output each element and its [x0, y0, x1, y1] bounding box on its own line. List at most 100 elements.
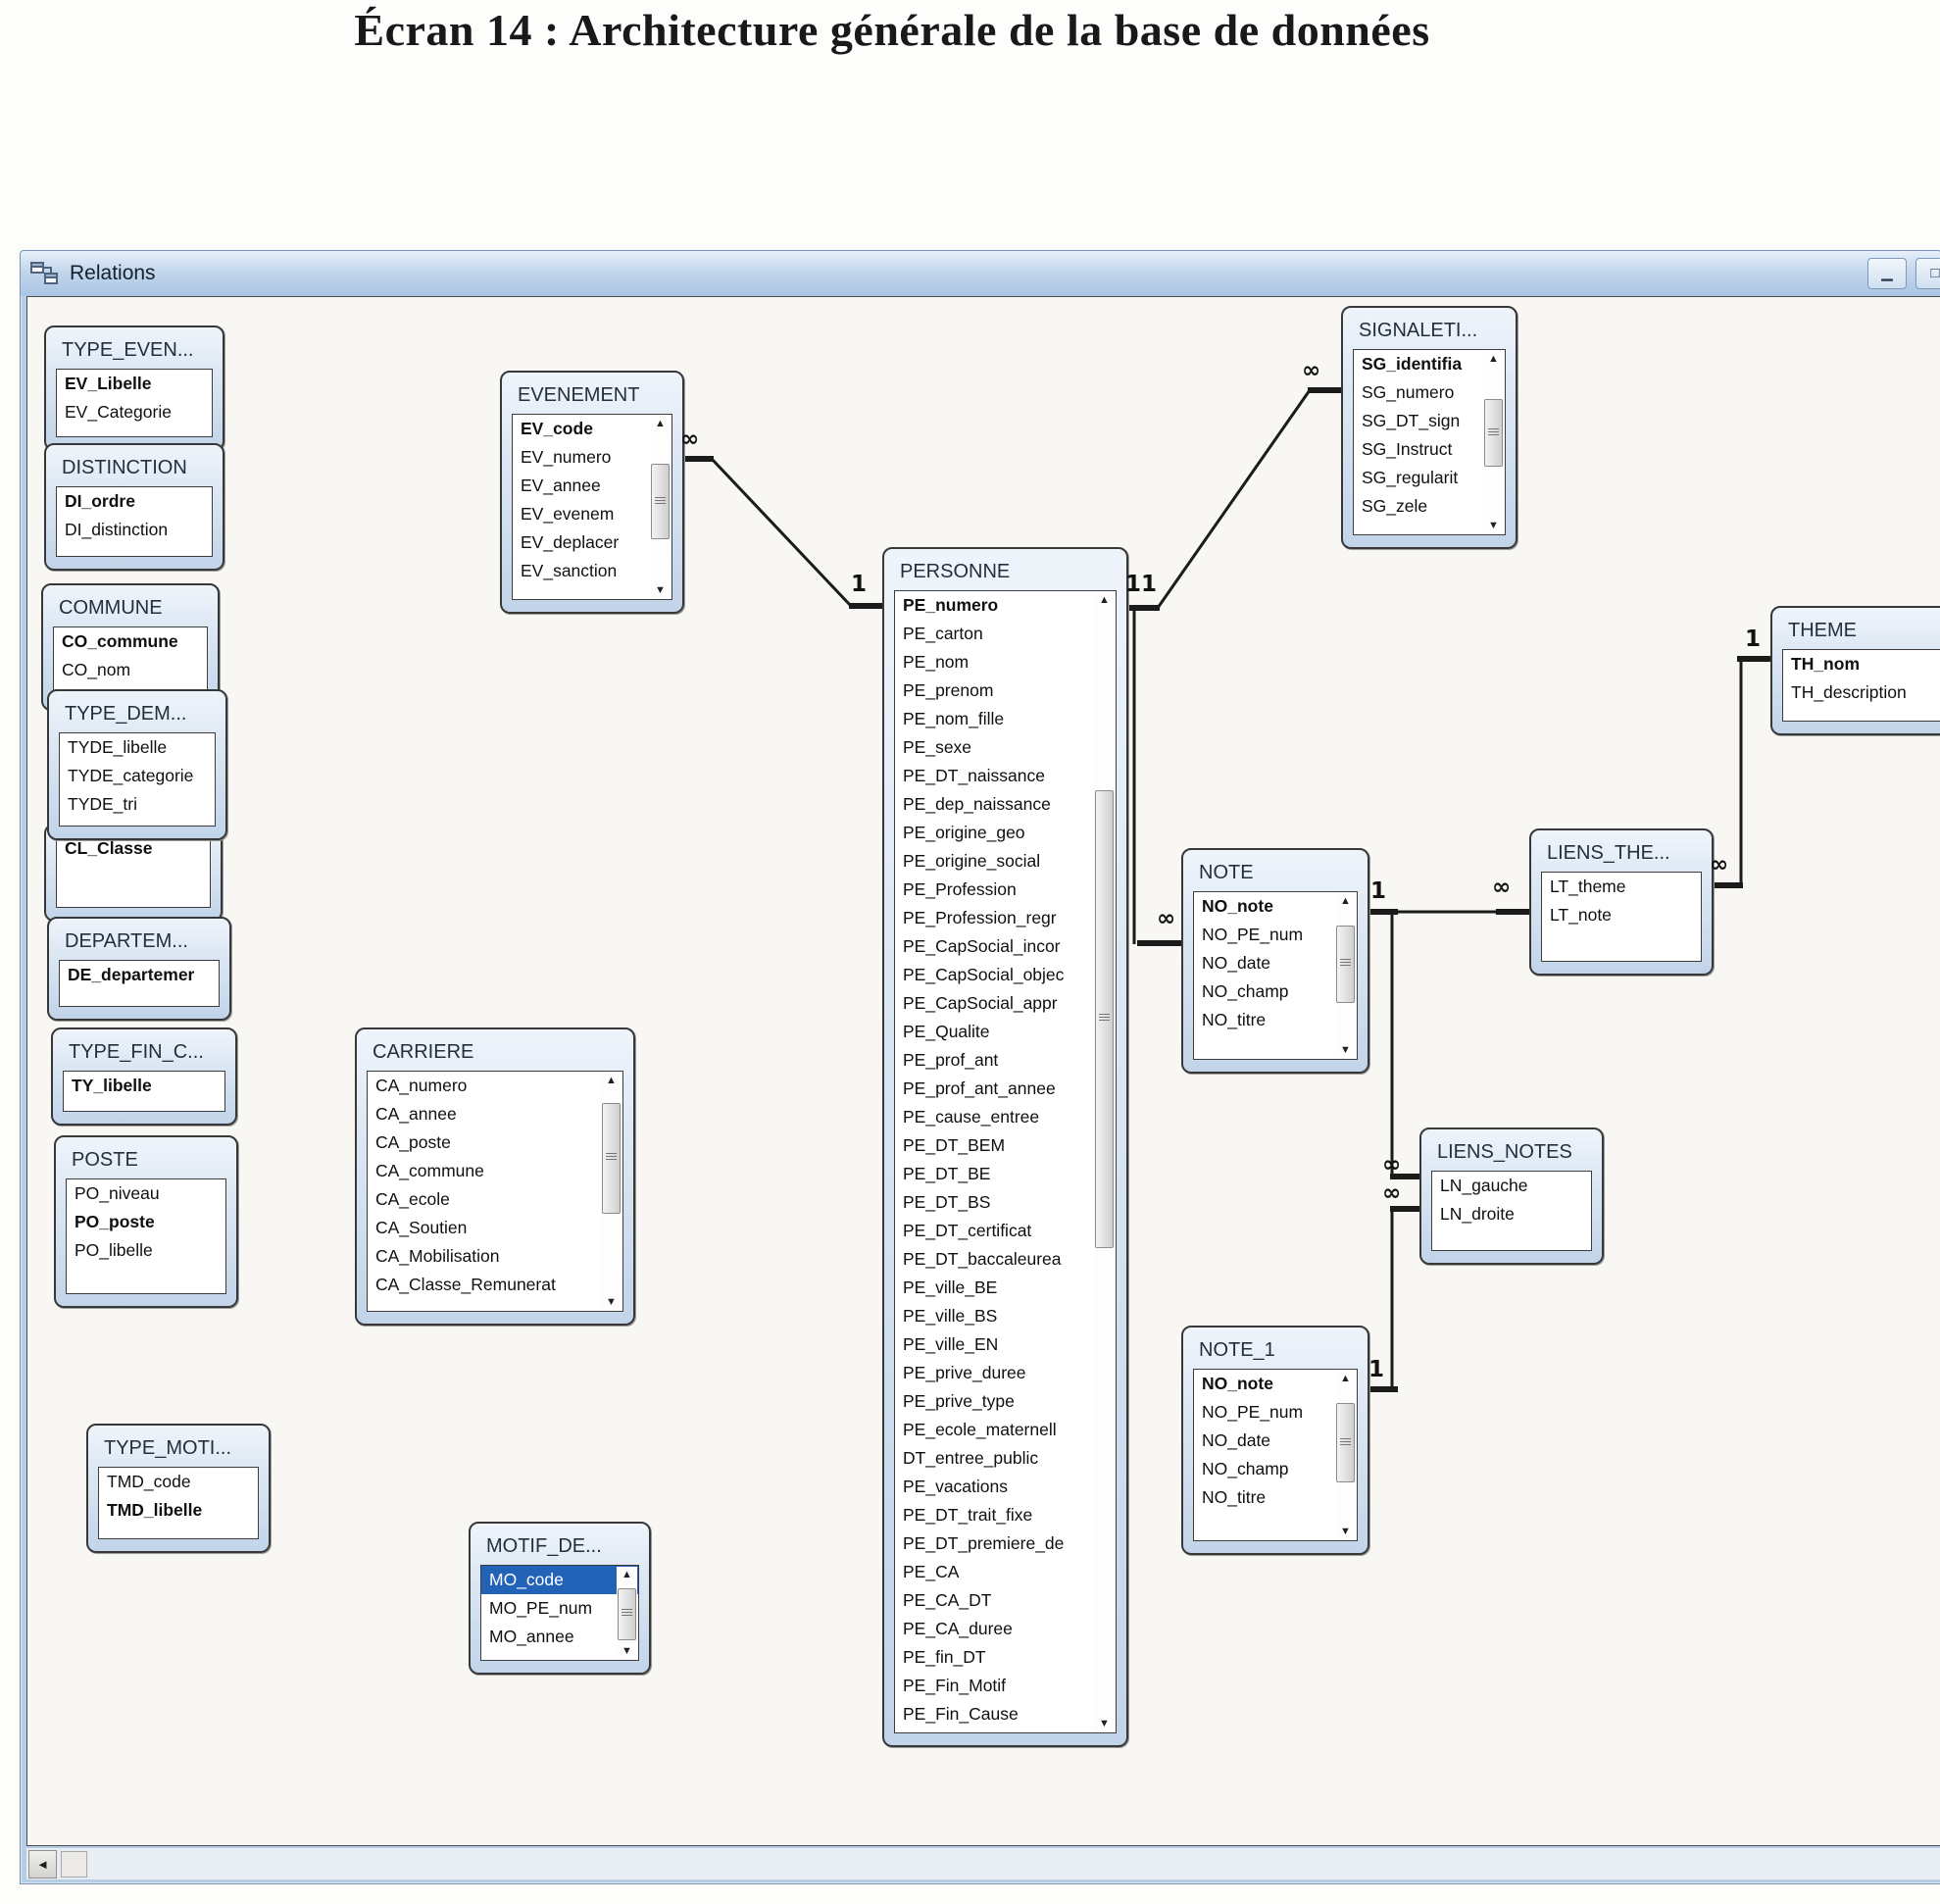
table-type_fin_c[interactable]: TYPE_FIN_C...TY_libelle [51, 1027, 237, 1126]
field-SG_DT_sign[interactable]: SG_DT_sign [1362, 411, 1461, 430]
scroll-down-icon[interactable]: ▼ [1340, 1044, 1351, 1056]
field-EV_Libelle[interactable]: EV_Libelle [65, 374, 152, 393]
field-PE_Profession_regr[interactable]: PE_Profession_regr [903, 908, 1057, 927]
field-TH_description[interactable]: TH_description [1791, 682, 1907, 702]
field-PE_DT_trait_fixe[interactable]: PE_DT_trait_fixe [903, 1505, 1033, 1525]
field-TH_nom[interactable]: TH_nom [1791, 654, 1860, 674]
scroll-down-icon[interactable]: ▼ [1488, 520, 1499, 531]
field-PE_CA[interactable]: PE_CA [903, 1562, 960, 1581]
field-LT_theme[interactable]: LT_theme [1550, 877, 1626, 896]
field-PE_cause_entree[interactable]: PE_cause_entree [903, 1107, 1040, 1127]
scroll-down-icon[interactable]: ▼ [606, 1296, 617, 1308]
field-CO_nom[interactable]: CO_nom [62, 660, 131, 679]
field-PE_DT_premiere_de[interactable]: PE_DT_premiere_de [903, 1533, 1065, 1553]
field-TMD_libelle[interactable]: TMD_libelle [107, 1500, 203, 1520]
table-classe[interactable]: CL_Classe [44, 824, 223, 922]
vertical-scrollbar[interactable]: ▲▼ [1483, 351, 1504, 533]
field-PE_CapSocial_appr[interactable]: PE_CapSocial_appr [903, 993, 1058, 1013]
field-EV_sanction[interactable]: EV_sanction [521, 561, 618, 580]
field-CA_Classe_Remunerat[interactable]: CA_Classe_Remunerat [375, 1275, 556, 1294]
field-PO_libelle[interactable]: PO_libelle [75, 1240, 153, 1260]
field-NO_note[interactable]: NO_note [1202, 896, 1273, 916]
scroll-up-icon[interactable]: ▲ [622, 1569, 632, 1580]
field-NO_titre[interactable]: NO_titre [1202, 1487, 1267, 1507]
scrollbar-thumb[interactable] [618, 1587, 636, 1641]
field-PE_ville_EN[interactable]: PE_ville_EN [903, 1334, 999, 1354]
scroll-down-icon[interactable]: ▼ [622, 1645, 632, 1657]
field-SG_zele[interactable]: SG_zele [1362, 496, 1428, 516]
field-PE_prof_ant[interactable]: PE_prof_ant [903, 1050, 999, 1070]
field-PE_Profession[interactable]: PE_Profession [903, 879, 1017, 899]
scroll-up-icon[interactable]: ▲ [1488, 353, 1499, 365]
minimize-button[interactable]: ▁ [1867, 258, 1907, 289]
scrollbar-thumb[interactable] [1336, 925, 1355, 1004]
scrollbar-thumb[interactable] [1095, 789, 1114, 1248]
field-PE_ville_BE[interactable]: PE_ville_BE [903, 1278, 998, 1297]
maximize-button[interactable]: □ [1915, 258, 1940, 289]
window-titlebar[interactable]: Relations ▁ □ [21, 251, 1940, 296]
scroll-up-icon[interactable]: ▲ [606, 1075, 617, 1086]
field-CA_numero[interactable]: CA_numero [375, 1076, 468, 1095]
field-PE_CapSocial_objec[interactable]: PE_CapSocial_objec [903, 965, 1065, 984]
field-PO_niveau[interactable]: PO_niveau [75, 1183, 160, 1203]
field-PE_origine_social[interactable]: PE_origine_social [903, 851, 1041, 871]
field-CA_annee[interactable]: CA_annee [375, 1104, 457, 1124]
field-EV_code[interactable]: EV_code [521, 419, 593, 438]
field-NO_date[interactable]: NO_date [1202, 1430, 1271, 1450]
field-CA_ecole[interactable]: CA_ecole [375, 1189, 450, 1209]
field-PE_prof_ant_annee[interactable]: PE_prof_ant_annee [903, 1078, 1056, 1098]
field-DE_departemer[interactable]: DE_departemer [68, 965, 195, 984]
field-PE_prive_duree[interactable]: PE_prive_duree [903, 1363, 1026, 1382]
field-EV_evenem[interactable]: EV_evenem [521, 504, 615, 524]
field-PE_fin_DT[interactable]: PE_fin_DT [903, 1647, 986, 1667]
field-SG_numero[interactable]: SG_numero [1362, 382, 1455, 402]
field-CL_Classe[interactable]: CL_Classe [65, 838, 153, 858]
field-PO_poste[interactable]: PO_poste [75, 1212, 155, 1231]
field-NO_PE_num[interactable]: NO_PE_num [1202, 1402, 1304, 1422]
field-CO_commune[interactable]: CO_commune [62, 631, 178, 651]
field-PE_ecole_maternell[interactable]: PE_ecole_maternell [903, 1420, 1057, 1439]
field-PE_DT_certificat[interactable]: PE_DT_certificat [903, 1221, 1032, 1240]
field-NO_champ[interactable]: NO_champ [1202, 981, 1289, 1001]
field-NO_note[interactable]: NO_note [1202, 1374, 1273, 1393]
field-PE_CA_duree[interactable]: PE_CA_duree [903, 1619, 1013, 1638]
vertical-scrollbar[interactable]: ▲▼ [650, 416, 671, 598]
scrollbar-thumb[interactable] [602, 1102, 621, 1214]
vertical-scrollbar[interactable]: ▲▼ [1335, 1371, 1356, 1539]
field-PE_carton[interactable]: PE_carton [903, 624, 983, 643]
field-DI_distinction[interactable]: DI_distinction [65, 520, 169, 539]
vertical-scrollbar[interactable]: ▲▼ [617, 1567, 637, 1659]
hscroll-thumb[interactable] [61, 1850, 87, 1878]
field-TYDE_categorie[interactable]: TYDE_categorie [68, 766, 194, 785]
field-PE_Fin_Cause[interactable]: PE_Fin_Cause [903, 1704, 1019, 1724]
field-CA_commune[interactable]: CA_commune [375, 1161, 484, 1180]
field-CA_Mobilisation[interactable]: CA_Mobilisation [375, 1246, 500, 1266]
scroll-up-icon[interactable]: ▲ [1340, 895, 1351, 907]
field-NO_champ[interactable]: NO_champ [1202, 1459, 1289, 1478]
vertical-scrollbar[interactable]: ▲▼ [1094, 592, 1115, 1731]
field-MO_PE_num[interactable]: MO_PE_num [489, 1598, 593, 1618]
field-EV_Categorie[interactable]: EV_Categorie [65, 402, 172, 422]
field-EV_numero[interactable]: EV_numero [521, 447, 612, 467]
field-TY_libelle[interactable]: TY_libelle [72, 1076, 152, 1095]
field-PE_DT_naissance[interactable]: PE_DT_naissance [903, 766, 1045, 785]
scroll-up-icon[interactable]: ▲ [1099, 594, 1110, 606]
field-PE_prive_type[interactable]: PE_prive_type [903, 1391, 1015, 1411]
field-PE_dep_naissance[interactable]: PE_dep_naissance [903, 794, 1051, 814]
field-LN_droite[interactable]: LN_droite [1440, 1204, 1515, 1224]
field-LN_gauche[interactable]: LN_gauche [1440, 1176, 1528, 1195]
field-PE_Fin_Motif[interactable]: PE_Fin_Motif [903, 1676, 1007, 1695]
scroll-left-icon[interactable]: ◄ [28, 1849, 57, 1879]
field-DT_entree_public[interactable]: DT_entree_public [903, 1448, 1039, 1468]
field-NO_date[interactable]: NO_date [1202, 953, 1271, 973]
